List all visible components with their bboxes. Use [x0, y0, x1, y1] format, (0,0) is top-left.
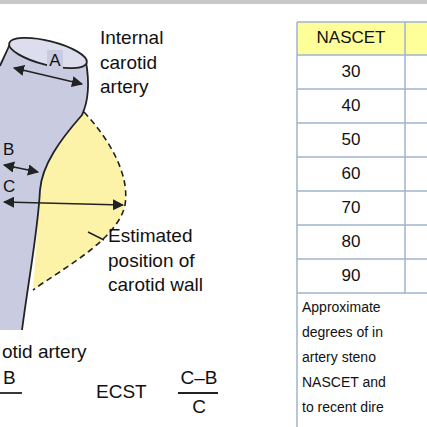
note-text: to recent dire — [302, 398, 424, 416]
dimension-label: B — [3, 139, 19, 161]
part-label: Internal carotid artery — [100, 26, 210, 100]
table-cell: 70 — [297, 197, 405, 219]
dimension-c — [4, 202, 123, 205]
vessel-lumen — [0, 44, 88, 330]
formula-term: C — [176, 395, 222, 420]
part-label: otid artery — [2, 340, 122, 365]
leader-line — [88, 232, 104, 240]
table-cell: 60 — [297, 163, 405, 185]
formula-term: C–B — [176, 366, 222, 391]
table-header: NASCET — [297, 27, 405, 49]
vessel-wall-left — [0, 44, 10, 66]
part-label: Estimated position of carotid wall — [108, 224, 250, 298]
fraction-bar — [178, 392, 218, 394]
table-header — [297, 22, 427, 55]
vessel-wall — [22, 62, 88, 330]
top-bar — [0, 0, 427, 4]
dimension-label: C — [3, 176, 19, 198]
fraction-bar — [0, 392, 22, 394]
note-text: artery steno — [302, 348, 424, 366]
table-grid — [297, 22, 427, 427]
note-text: degrees of in — [302, 323, 424, 341]
dimension-b — [4, 165, 38, 172]
note-text: NASCET and — [302, 373, 424, 391]
dimension-label: A — [47, 50, 63, 72]
formula-name: ECST — [96, 380, 156, 405]
formula-term: B — [3, 366, 23, 391]
table-cell: 80 — [297, 231, 405, 253]
table-cell: 40 — [297, 95, 405, 117]
vessel-opening — [6, 32, 89, 75]
table-body — [297, 55, 427, 293]
note-text: Approximate — [302, 298, 424, 316]
table-cell: 50 — [297, 129, 405, 151]
table-cell: 90 — [297, 265, 405, 287]
table-cell: 30 — [297, 61, 405, 83]
